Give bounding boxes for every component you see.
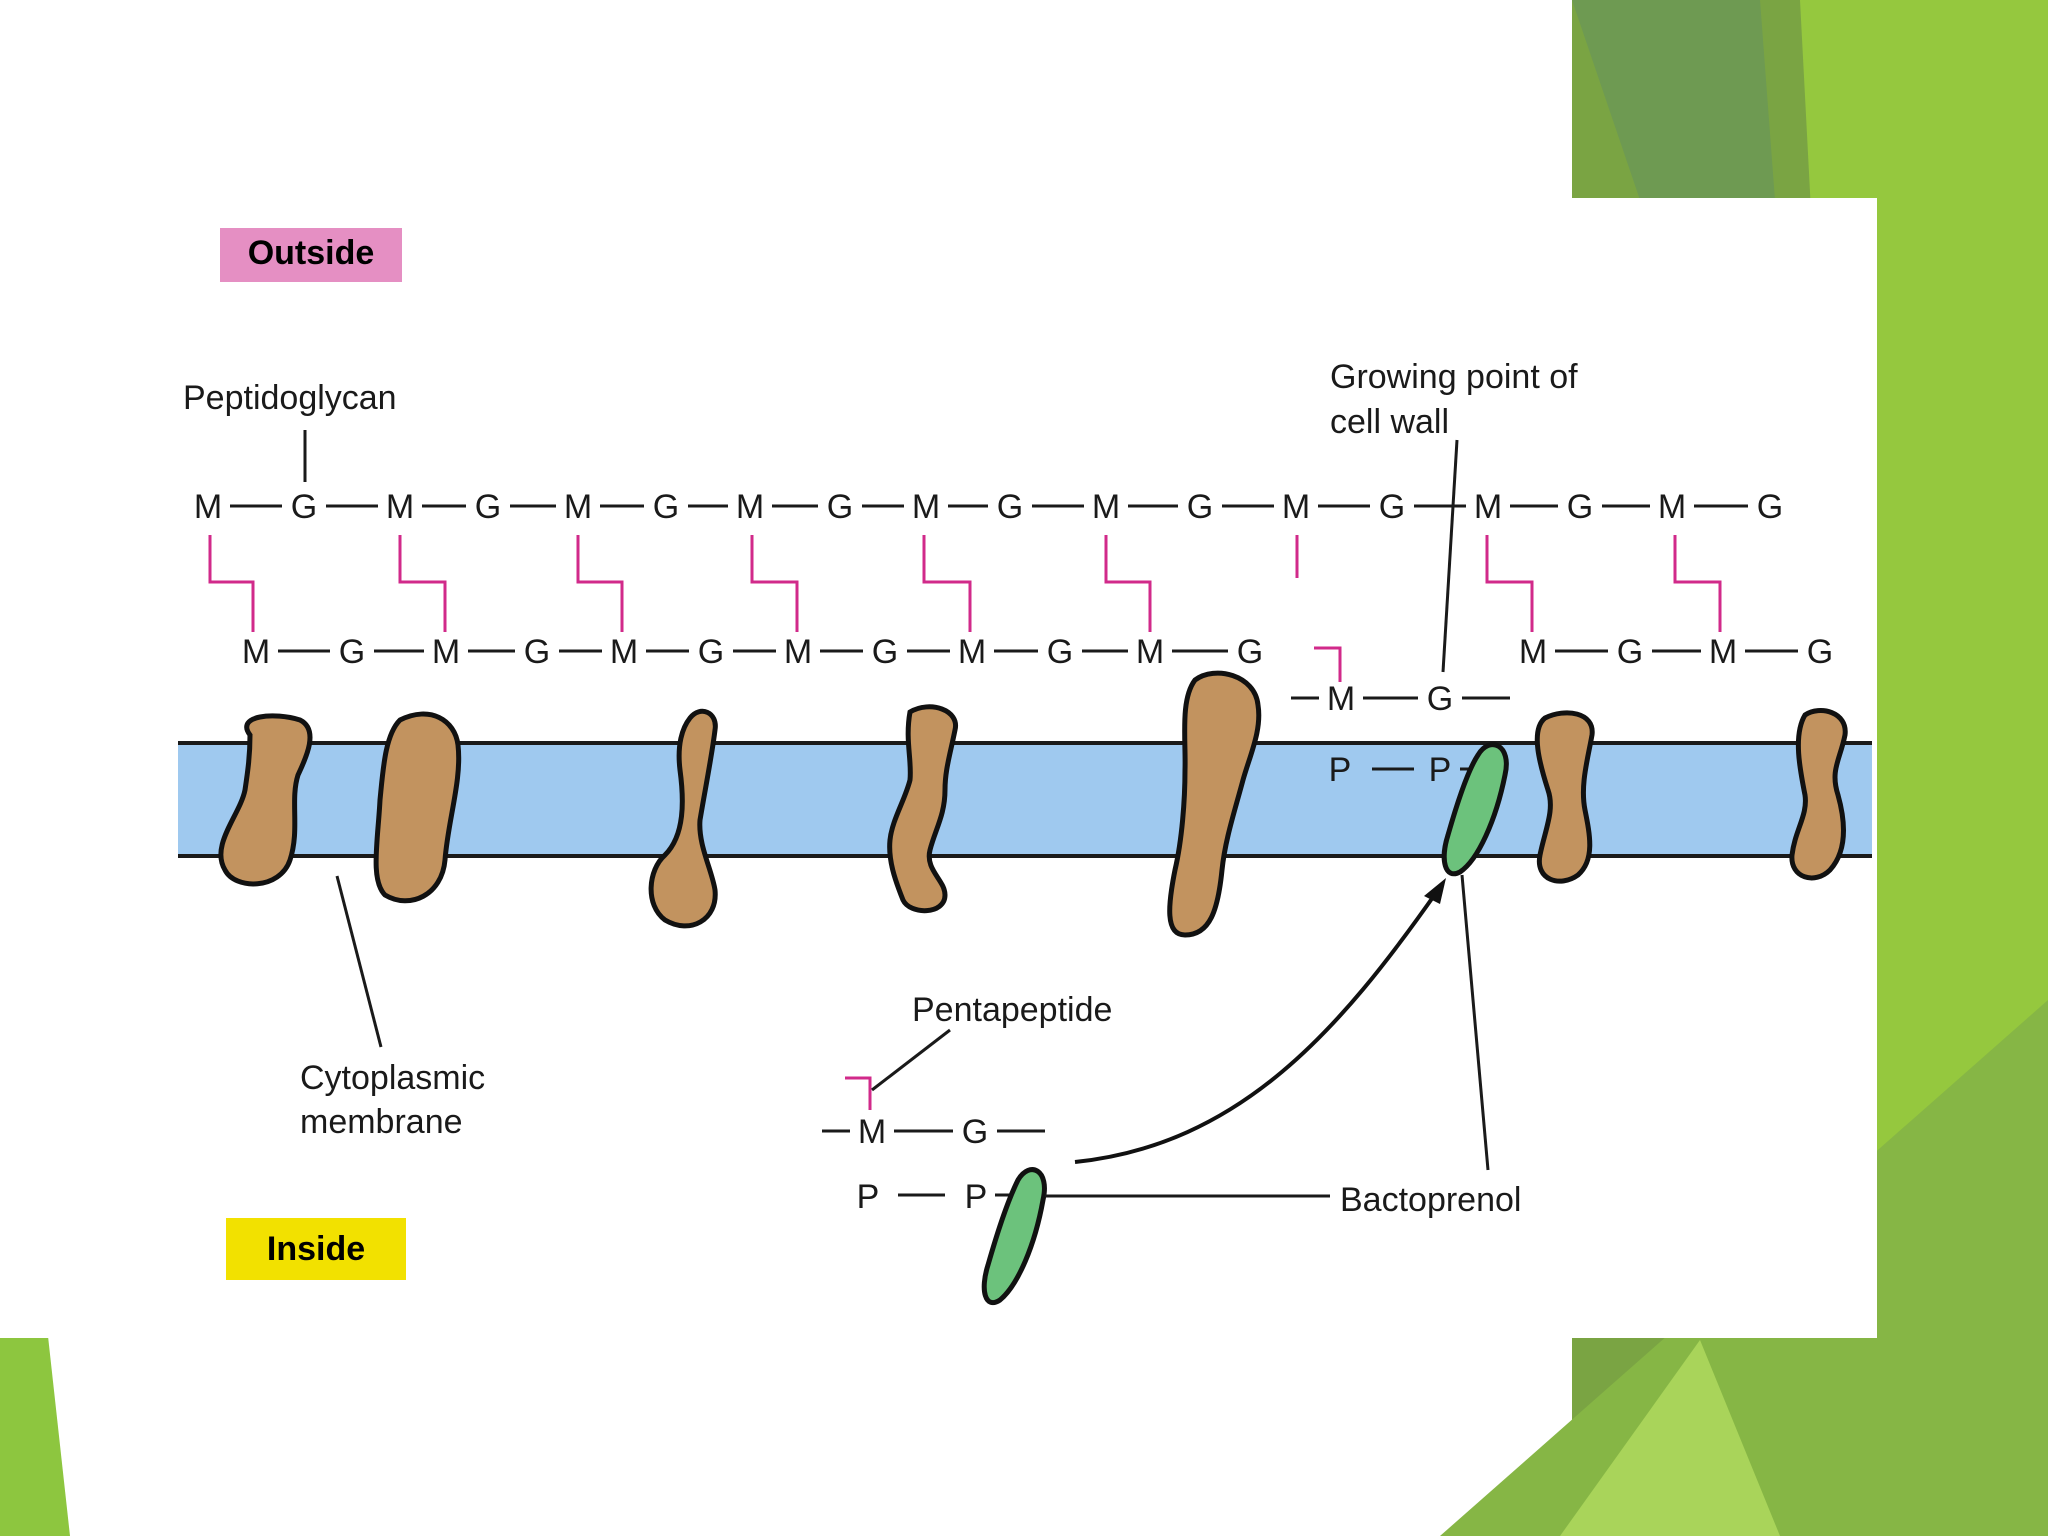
top-strand-sugar-16: M bbox=[1658, 488, 1686, 526]
bottom-right-strand-sugar-0: M bbox=[1519, 633, 1547, 671]
top-strand-sugar-5: G bbox=[653, 488, 679, 526]
cytoplasmic-membrane-label-line2: membrane bbox=[300, 1103, 463, 1141]
membrane-protein-3 bbox=[648, 708, 718, 929]
bactoprenol-leader-upper bbox=[1460, 874, 1490, 1171]
top-strand-sugar-11: G bbox=[1187, 488, 1213, 526]
top-strand-sugar-0: M bbox=[194, 488, 222, 526]
top-strand-sugar-2: M bbox=[386, 488, 414, 526]
top-strand-sugar-7: G bbox=[827, 488, 853, 526]
top-strand-sugar-1: G bbox=[291, 488, 317, 526]
top-strand-sugar-10: M bbox=[1092, 488, 1120, 526]
inside-label: Inside bbox=[226, 1218, 406, 1280]
bactoprenol-label: Bactoprenol bbox=[1340, 1181, 1522, 1219]
pentapeptide-label: Pentapeptide bbox=[912, 991, 1113, 1029]
bottom-left-strand-sugar-3: G bbox=[524, 633, 550, 671]
bottom-left-strand-sugar-11: G bbox=[1237, 633, 1263, 671]
growing-point-label-line2: cell wall bbox=[1330, 403, 1450, 441]
pentapeptide-leader bbox=[871, 1028, 951, 1092]
top-strand-sugar-9: G bbox=[997, 488, 1023, 526]
crosslink-1 bbox=[208, 535, 255, 632]
growing-lipid-phosphate-0: P bbox=[1329, 751, 1352, 789]
membrane-protein-4 bbox=[887, 704, 958, 914]
top-strand-sugar-8: M bbox=[912, 488, 940, 526]
bottom-left-strand-sugar-2: M bbox=[432, 633, 460, 671]
top-strand-sugar-12: M bbox=[1282, 488, 1310, 526]
bottom-left-strand-sugar-8: M bbox=[958, 633, 986, 671]
top-strand-sugar-4: M bbox=[564, 488, 592, 526]
bottom-left-strand-sugar-7: G bbox=[872, 633, 898, 671]
growing-unit-sugar-0: M bbox=[1327, 680, 1355, 718]
precursor-pentapeptide bbox=[845, 1076, 872, 1110]
top-strand-sugar-14: M bbox=[1474, 488, 1502, 526]
inside-label-text: Inside bbox=[266, 1230, 366, 1268]
crosslink-3 bbox=[576, 535, 624, 632]
top-strand-sugar-13: G bbox=[1379, 488, 1405, 526]
bottom-left-strand-sugar-9: G bbox=[1047, 633, 1073, 671]
growing-lipid-phosphate-1: P bbox=[1429, 751, 1452, 789]
outside-label-text: Outside bbox=[247, 234, 375, 272]
membrane-leader bbox=[335, 875, 383, 1048]
peptidoglycan-label: Peptidoglycan bbox=[183, 379, 397, 417]
membrane-protein-5 bbox=[1167, 670, 1262, 938]
bottom-right-strand-sugar-2: M bbox=[1709, 633, 1737, 671]
crosslink-6 bbox=[1104, 535, 1152, 632]
membrane-protein-6 bbox=[1534, 710, 1595, 884]
membrane-bactoprenol bbox=[1441, 742, 1509, 877]
growing-unit-pentapeptide bbox=[1314, 646, 1342, 682]
bottom-left-strand-sugar-10: M bbox=[1136, 633, 1164, 671]
bottom-right-strand-sugar-1: G bbox=[1617, 633, 1643, 671]
crosslink-5 bbox=[922, 535, 972, 632]
top-strand-sugar-15: G bbox=[1567, 488, 1593, 526]
top-strand-sugar-17: G bbox=[1757, 488, 1783, 526]
transfer-arrow bbox=[1074, 888, 1440, 1164]
growing-unit-sugar-1: G bbox=[1427, 680, 1453, 718]
bottom-left-strand-sugar-4: M bbox=[610, 633, 638, 671]
top-strand-sugar-6: M bbox=[736, 488, 764, 526]
precursor-lipid-phosphate-0: P bbox=[857, 1178, 880, 1216]
bottom-right-strand-sugar-3: G bbox=[1807, 633, 1833, 671]
membrane-protein-2 bbox=[373, 711, 462, 904]
precursor-unit-sugar-0: M bbox=[858, 1113, 886, 1151]
crosslink-2 bbox=[398, 535, 447, 632]
precursor-unit-sugar-1: G bbox=[962, 1113, 988, 1151]
bottom-left-strand-sugar-6: M bbox=[784, 633, 812, 671]
cytoplasmic-membrane-label-line1: Cytoplasmic bbox=[300, 1059, 486, 1097]
crosslink-8 bbox=[1673, 535, 1722, 632]
transfer-arrowhead bbox=[1424, 878, 1446, 904]
bottom-left-strand-sugar-1: G bbox=[339, 633, 365, 671]
membrane-protein-1 bbox=[218, 713, 313, 887]
crosslink-4 bbox=[750, 535, 799, 632]
crosslink-7 bbox=[1485, 535, 1534, 632]
precursor-lipid-phosphate-1: P bbox=[965, 1178, 988, 1216]
bottom-left-strand-sugar-5: G bbox=[698, 633, 724, 671]
growing-point-leader bbox=[1441, 439, 1459, 673]
precursor-bactoprenol bbox=[981, 1167, 1047, 1305]
outside-label: Outside bbox=[220, 228, 402, 282]
membrane-protein-7 bbox=[1789, 708, 1848, 881]
bottom-left-strand-sugar-0: M bbox=[242, 633, 270, 671]
growing-point-label-line1: Growing point of bbox=[1330, 358, 1578, 396]
top-strand-sugar-3: G bbox=[475, 488, 501, 526]
lower-right-light bbox=[1560, 1340, 1780, 1536]
